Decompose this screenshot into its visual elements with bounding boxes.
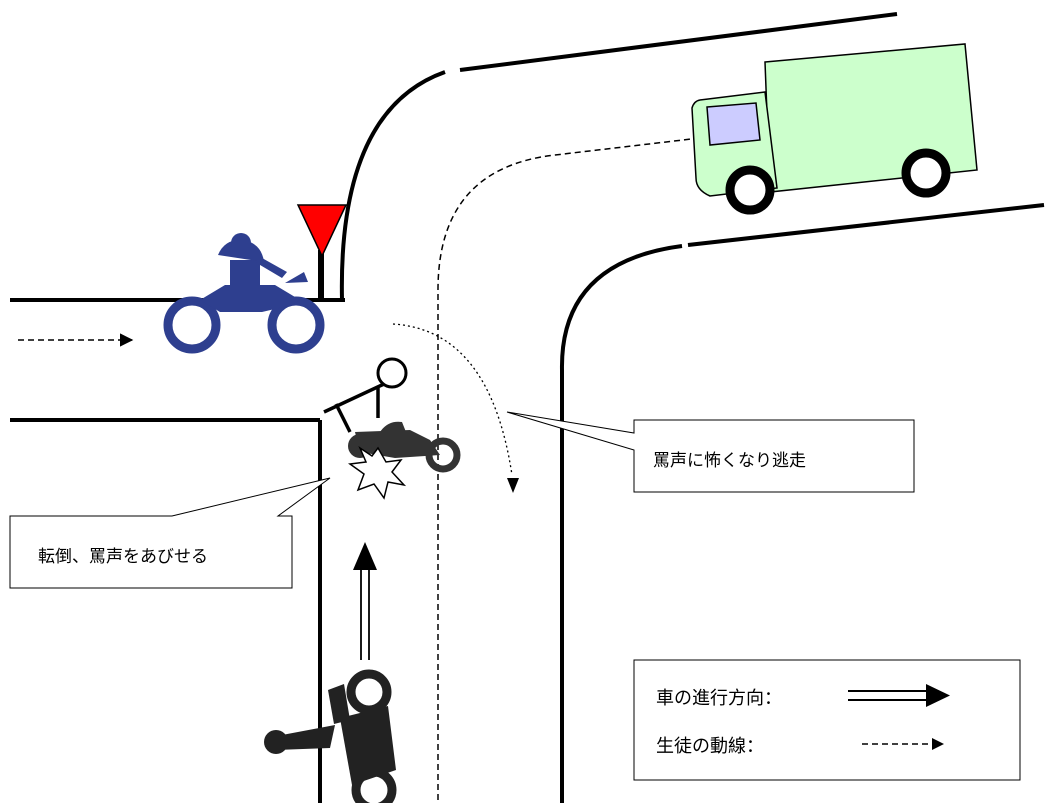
motorcycle-rider-dark-icon bbox=[264, 669, 397, 803]
vehicle-direction-arrow-up bbox=[353, 542, 377, 660]
legend-vehicle-arrow-icon bbox=[848, 684, 950, 707]
road-upper-curve-edge bbox=[339, 70, 446, 301]
road-lower-curve-edge bbox=[559, 244, 683, 803]
impact-burst-icon bbox=[348, 445, 407, 500]
legend-student-path-label: 生徒の動線： bbox=[656, 736, 764, 757]
motorcycle-rider-blue-icon bbox=[163, 233, 325, 354]
legend-box bbox=[633, 659, 1021, 781]
stop-sign-icon bbox=[296, 204, 348, 300]
legend-vehicle-direction-label: 車の進行方向： bbox=[656, 688, 782, 709]
callout-flee-box bbox=[506, 411, 915, 493]
callout-fall-text: 転倒、罵声をあびせる bbox=[38, 547, 208, 567]
legend-student-path-icon bbox=[862, 738, 944, 750]
road-center-dashed-line bbox=[437, 137, 701, 800]
flee-path-arrow bbox=[392, 323, 513, 476]
road-upper-right-edge bbox=[459, 12, 898, 72]
truck-icon bbox=[691, 43, 978, 215]
fallen-rider-icon bbox=[323, 357, 408, 433]
flee-path-arrowhead bbox=[507, 478, 519, 493]
callout-flee-text: 罵声に怖くなり逃走 bbox=[653, 451, 806, 471]
road-lower-right-edge bbox=[687, 203, 1045, 247]
callout-fall-box bbox=[9, 477, 331, 589]
